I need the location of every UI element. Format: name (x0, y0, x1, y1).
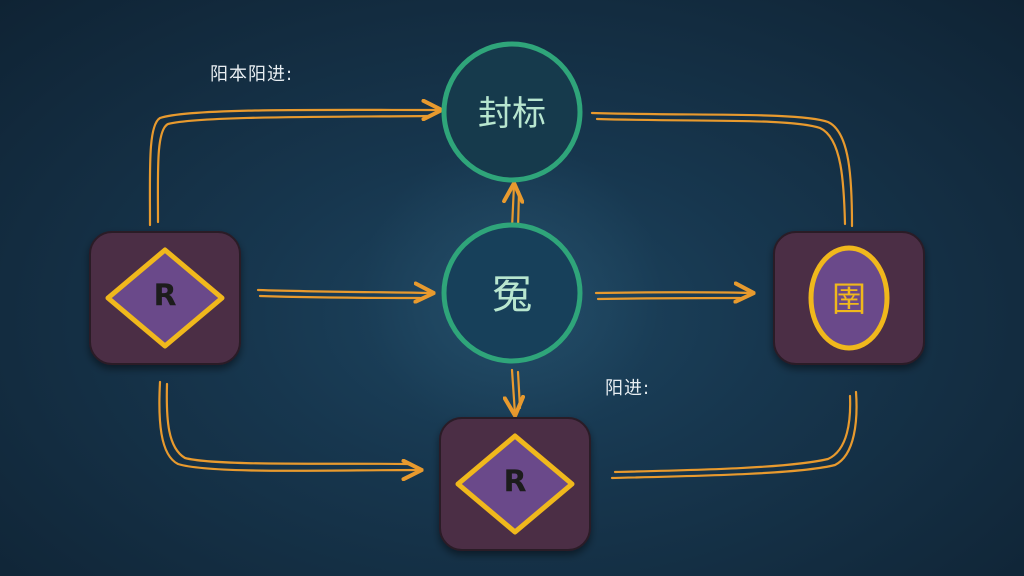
node-right-tile-glyph: 圉 (832, 280, 866, 320)
arrow-center-to-bottom-stroke2 (516, 370, 522, 410)
arrow-top-to-right-stroke2 (595, 117, 847, 226)
node-center-circle-label: 冤 (492, 272, 532, 318)
arrow-left-to-center (256, 290, 432, 293)
arrow-left-to-top (148, 110, 440, 227)
arrow-bottom-to-right-stroke2 (613, 394, 852, 474)
node-left-tile-glyph: R (153, 279, 176, 314)
arrow-center-to-top (512, 185, 514, 230)
arrow-left-to-center-stroke2 (258, 294, 422, 300)
node-right-tile: 圉 (773, 231, 925, 365)
arrow-left-to-top-stroke2 (156, 114, 432, 224)
node-top-circle-label: 封标 (478, 94, 546, 134)
arrow-left-to-bottom-stroke2 (165, 382, 410, 466)
arrow-center-to-top-stroke2 (516, 190, 521, 230)
node-center-circle: 冤 (441, 222, 583, 364)
connectors (148, 110, 858, 480)
arrow-center-to-right-stroke2 (596, 296, 742, 301)
arrow-center-to-right (594, 292, 752, 293)
arrow-top-to-right (590, 111, 854, 228)
label-mid-right: 阳进: (605, 378, 651, 399)
node-bottom-tile: R (439, 417, 591, 551)
node-left-tile: R (89, 231, 241, 365)
node-top-circle: 封标 (441, 41, 583, 183)
arrow-left-to-bottom (158, 380, 420, 471)
label-top-left: 阳本阳进: (210, 64, 294, 85)
node-bottom-tile-glyph: R (503, 465, 526, 500)
arrow-bottom-to-right (610, 390, 858, 480)
arrow-center-to-bottom (512, 368, 515, 414)
